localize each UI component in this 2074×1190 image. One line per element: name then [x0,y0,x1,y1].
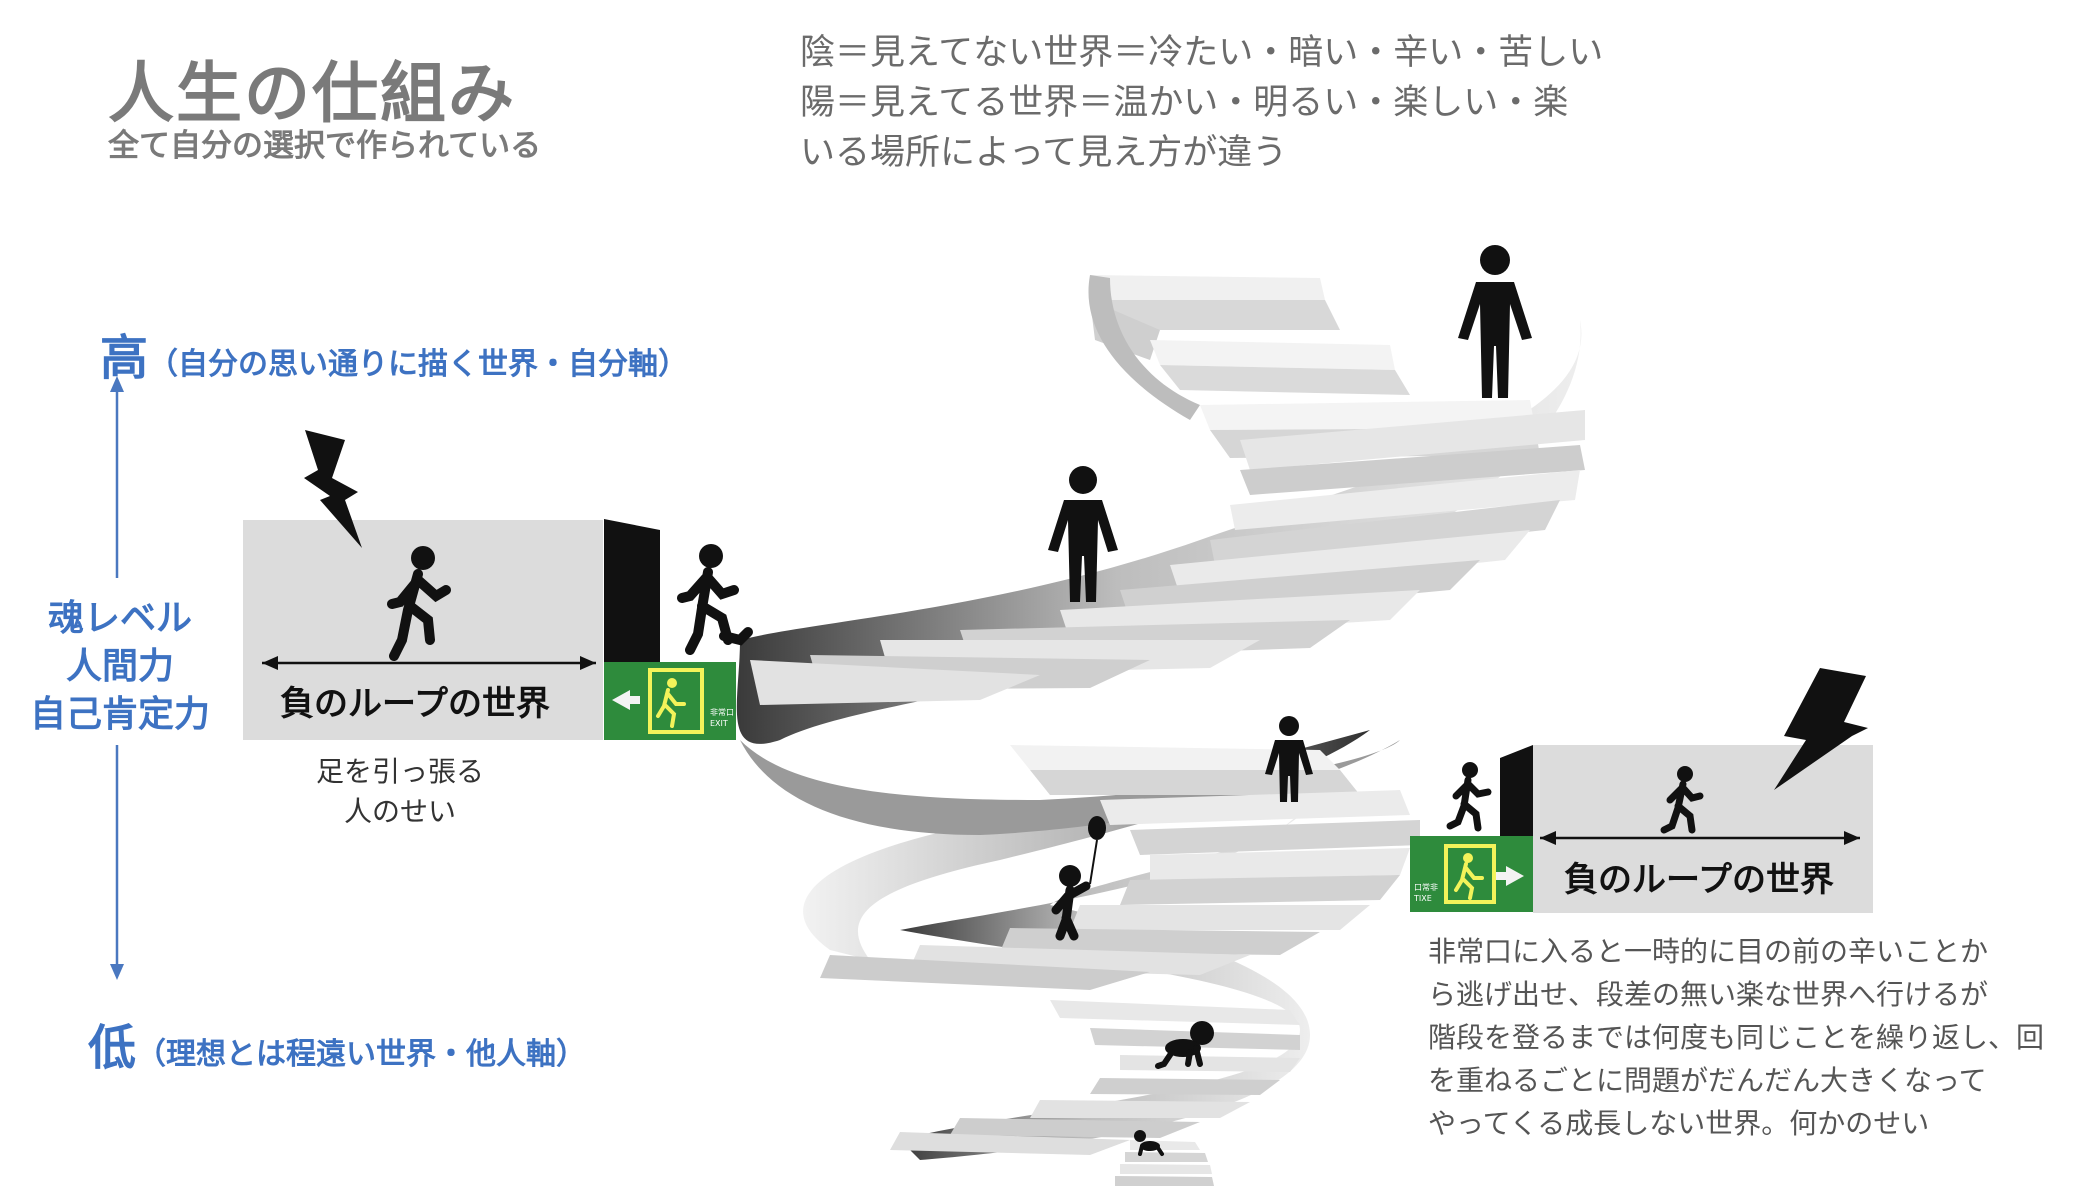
axis-low-desc: （理想とは程遠い世界・他人軸） [136,1037,587,1072]
axis-title-line-2: 人間力 [65,646,174,687]
person-icon-lower [1265,716,1313,802]
right-loop-note: 非常口に入ると一時的に目の前の辛いことか ら逃げ出せ、段差の無い楽な世界へ行ける… [1428,930,2048,1145]
right-exit-sign [1410,836,1533,912]
running-person-icon-exit-left [677,544,753,655]
right-loop-label: 負のループの世界 [1564,860,1834,900]
crawling-baby-icon-1 [1155,1021,1214,1069]
person-icon-top [1458,245,1532,398]
left-loop-note-line-1: 足を引っ張る [315,755,484,788]
axis-title-line-1: 魂レベル [47,598,192,639]
running-person-icon-right-box [1660,766,1704,834]
axis-title: 魂レベル 人間力 自己肯定力 [20,595,220,739]
lightning-bolt-icon-left [304,430,362,548]
intro-line-3: いる場所によって見え方が違う [800,133,1288,173]
right-loop-note-line-2: ら逃げ出せ、段差の無い楽な世界へ行けるが [1428,978,1989,1011]
left-loop-note: 足を引っ張る 人のせい [280,752,520,832]
left-width-arrow [262,656,596,670]
person-icon-middle [1048,466,1118,602]
axis-high-char: 高 [100,330,149,386]
right-width-arrow [1540,831,1860,845]
axis-high-desc: （自分の思い通りに描く世界・自分軸） [148,347,689,382]
left-exit-sign-text-1: 非常口 [710,707,734,717]
right-loop-note-line-4: を重ねるごとに問題がだんだん大きくなって [1428,1064,1987,1097]
crawling-baby-icon-2 [1134,1130,1164,1156]
page-title: 人生の仕組み [108,55,516,132]
right-door-icon [1500,745,1533,836]
right-loop-note-line-1: 非常口に入ると一時的に目の前の辛いことか [1428,935,1989,968]
left-exit-sign [604,662,736,740]
spiral-staircase [736,275,1585,1186]
axis-arrow [110,376,124,980]
axis-low-label: 低（理想とは程遠い世界・他人軸） [88,1008,586,1078]
lightning-bolt-icon-right [1774,668,1868,790]
intro-line-1: 陰＝見えてない世界＝冷たい・暗い・辛い・苦しい [800,33,1604,73]
running-person-icon-exit-right [1446,762,1492,832]
axis-high-label: 高（自分の思い通りに描く世界・自分軸） [100,318,688,388]
right-exit-sign-text-2: TIXE [1413,894,1432,903]
right-loop-box [1533,745,1873,913]
right-loop-note-line-5: やってくる成長しない世界。何かのせい [1428,1107,1930,1140]
axis-low-char: 低 [88,1020,137,1076]
intro-line-2: 陽＝見えてる世界＝温かい・明るい・楽しい・楽 [800,83,1569,123]
left-loop-note-line-2: 人のせい [343,795,456,828]
running-person-icon-left-box [387,546,451,661]
left-exit-sign-text-2: EXIT [710,719,728,728]
left-door-icon [604,519,660,662]
right-loop-note-line-3: 階段を登るまでは何度も同じことを繰り返し、回 [1428,1021,2045,1054]
balloon-child-icon [1051,816,1106,941]
axis-title-line-3: 自己肯定力 [29,694,210,735]
right-exit-sign-text-1: 口常非 [1414,882,1438,892]
left-loop-label: 負のループの世界 [280,684,550,724]
page-subtitle: 全て自分の選択で作られている [108,128,542,164]
intro-text: 陰＝見えてない世界＝冷たい・暗い・辛い・苦しい 陽＝見えてる世界＝温かい・明るい… [800,28,1603,178]
